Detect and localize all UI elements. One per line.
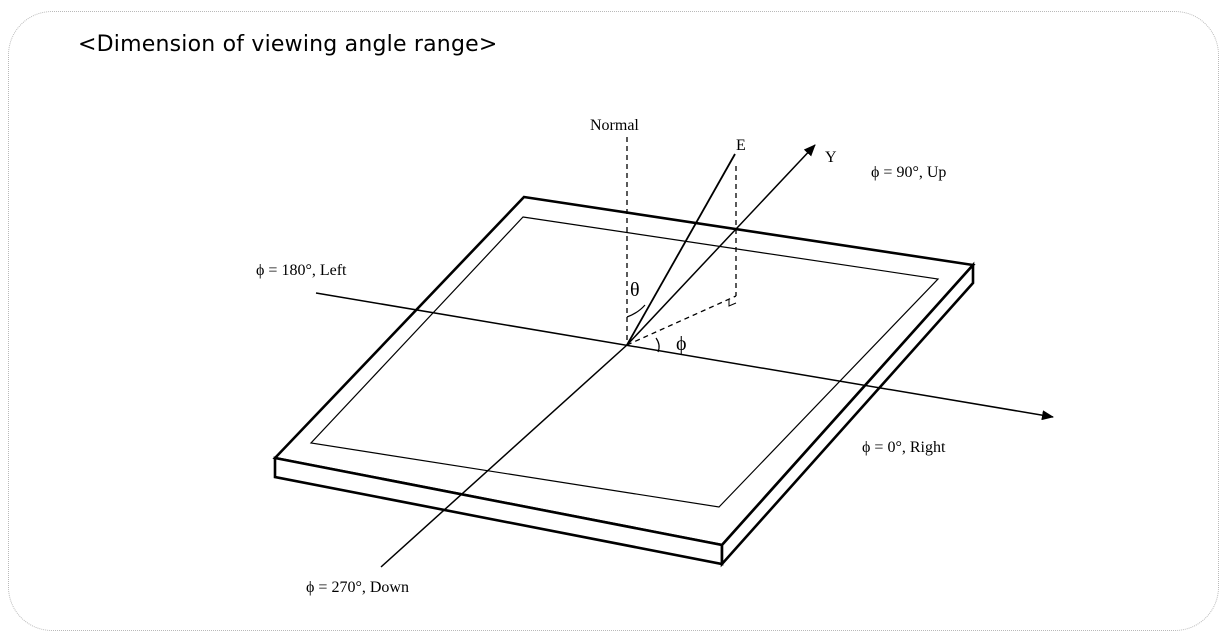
label-theta: θ	[630, 279, 640, 301]
label-e: E	[736, 137, 746, 154]
theta-arc	[626, 304, 646, 318]
label-y: Y	[825, 149, 837, 166]
e-projection-floor	[626, 295, 737, 346]
diagram-heading: <Dimension of viewing angle range>	[78, 32, 498, 57]
label-normal: Normal	[590, 117, 639, 134]
panel-side-face	[720, 261, 975, 568]
viewing-angle-diagram: Normal E Y ϕ = 90°, Up ϕ = 180°, Left ϕ …	[256, 117, 1054, 596]
right-angle-mark	[728, 299, 737, 307]
construction-lines	[626, 137, 737, 346]
label-down: ϕ = 270°, Down	[306, 579, 409, 596]
axes	[315, 144, 1054, 568]
phi-arc	[655, 337, 660, 353]
eye-vector-e	[626, 153, 736, 346]
panel-active-area	[309, 216, 940, 508]
label-phi: ϕ	[676, 333, 687, 355]
y-axis-arrow	[626, 144, 816, 346]
label-left: ϕ = 180°, Left	[256, 262, 347, 279]
vertical-axis-lower	[380, 344, 628, 568]
horizontal-axis	[315, 292, 1054, 421]
lcd-panel	[272, 195, 976, 568]
label-up: ϕ = 90°, Up	[871, 164, 946, 181]
label-right: ϕ = 0°, Right	[862, 439, 946, 456]
